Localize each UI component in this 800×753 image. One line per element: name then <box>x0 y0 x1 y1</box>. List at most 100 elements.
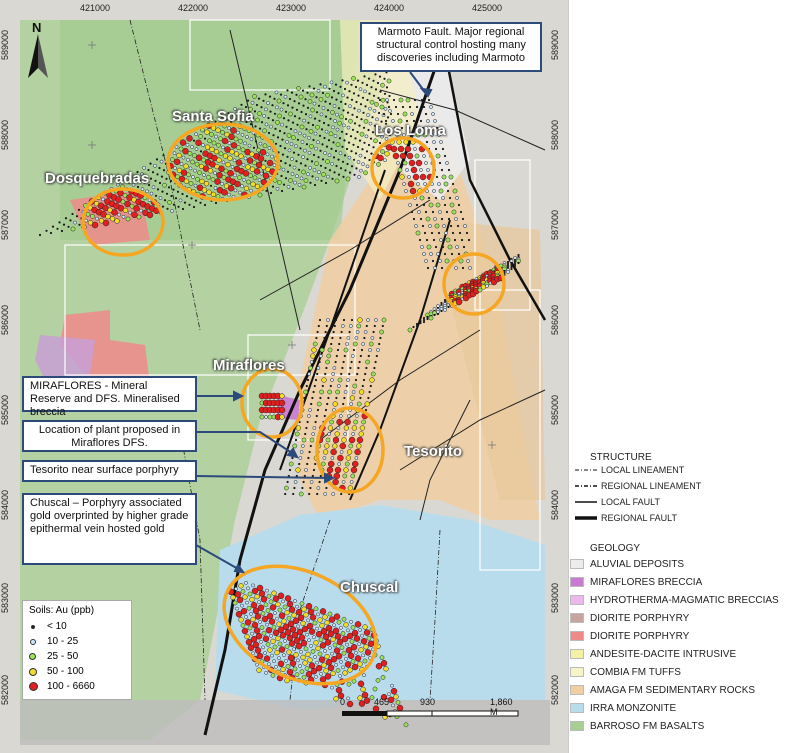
soil-sample-point <box>147 183 151 187</box>
soil-sample-point <box>250 181 256 187</box>
soil-sample-point <box>285 125 288 128</box>
soil-sample-point <box>357 317 363 323</box>
soil-sample-point <box>447 244 453 250</box>
soil-sample-point <box>356 436 364 444</box>
soil-sample-point <box>284 110 288 113</box>
soil-sample-point <box>457 252 461 256</box>
soil-sample-point <box>424 112 428 116</box>
soil-sample-point <box>293 129 298 134</box>
soil-sample-point <box>293 180 297 185</box>
soil-sample-point <box>425 140 429 144</box>
soil-sample-point <box>432 238 436 242</box>
soil-sample-point <box>252 607 260 615</box>
soils-legend-label: 100 - 6660 <box>47 681 95 692</box>
soil-sample-point <box>306 618 310 623</box>
soil-sample-point <box>213 186 218 190</box>
soil-sample-point <box>186 157 190 162</box>
soil-sample-point <box>346 449 353 455</box>
soil-sample-point <box>361 162 365 167</box>
soil-sample-point <box>410 166 418 174</box>
geology-legend-row: HYDROTHERMA-MAGMATIC BRECCIAS <box>570 592 779 608</box>
soil-sample-point <box>156 173 159 176</box>
soil-sample-point <box>310 649 316 654</box>
soil-sample-point <box>294 144 298 149</box>
soil-sample-point <box>346 632 354 640</box>
soil-sample-point <box>449 224 453 228</box>
soil-sample-point <box>354 336 359 340</box>
soil-sample-point <box>430 133 434 137</box>
soil-sample-point <box>428 202 434 208</box>
soil-sample-point <box>419 217 423 221</box>
soil-sample-point <box>351 663 359 671</box>
soil-sample-point <box>425 238 429 242</box>
soil-sample-point <box>279 159 283 163</box>
soil-sample-point <box>341 635 349 643</box>
soil-sample-point <box>426 168 430 172</box>
soil-sample-point <box>360 118 363 121</box>
soils-legend-label: < 10 <box>47 621 67 632</box>
soil-sample-point <box>407 175 411 179</box>
soil-sample-point <box>250 635 258 643</box>
soil-sample-point <box>409 187 417 195</box>
soil-sample-point <box>255 632 263 640</box>
soil-sample-point <box>510 261 513 265</box>
soil-sample-point <box>306 158 309 161</box>
soil-sample-point <box>257 111 262 116</box>
soil-sample-point <box>240 589 246 594</box>
x-tick: 422000 <box>178 3 209 13</box>
soil-sample-point <box>333 324 336 328</box>
soil-sample-point <box>335 112 339 117</box>
soil-sample-point <box>304 432 307 436</box>
soil-sample-point <box>306 622 314 630</box>
soil-sample-point <box>338 151 343 156</box>
soil-sample-point <box>321 143 324 146</box>
soil-sample-point <box>305 670 313 678</box>
soil-sample-point <box>442 224 446 228</box>
soil-sample-point <box>438 259 442 263</box>
soil-sample-point <box>359 396 362 400</box>
soil-sample-point <box>284 595 292 602</box>
soil-sample-point <box>203 180 210 187</box>
soil-sample-point <box>374 318 378 322</box>
structure-legend-label: LOCAL LINEAMENT <box>601 465 685 475</box>
soil-sample-point <box>249 611 253 616</box>
soil-sample-point <box>352 341 358 347</box>
soil-sample-point <box>277 592 285 600</box>
soil-sample-point <box>363 629 371 636</box>
soil-sample-point <box>425 216 431 222</box>
soil-sample-point <box>388 133 392 137</box>
soil-sample-point <box>348 90 351 93</box>
soil-sample-point <box>375 662 383 670</box>
soil-sample-point <box>353 635 361 642</box>
soil-sample-point <box>296 86 301 91</box>
geology-swatch-icon <box>570 577 584 587</box>
soil-sample-point <box>295 604 299 609</box>
soil-sample-point <box>397 118 403 124</box>
soil-sample-point <box>303 612 309 618</box>
soil-sample-point <box>327 432 332 436</box>
soil-sample-point <box>413 147 417 151</box>
soil-sample-point <box>324 115 328 118</box>
soil-sample-point <box>101 197 105 202</box>
soil-sample-point <box>307 372 312 376</box>
scale-bar: 0 465 930 1,860 M <box>340 697 520 721</box>
soil-sample-point <box>158 181 162 185</box>
soil-sample-point <box>424 210 428 214</box>
soil-sample-point <box>293 480 298 484</box>
soil-sample-point <box>347 485 354 491</box>
soil-sample-point <box>173 158 181 166</box>
soil-sample-point <box>170 209 174 213</box>
soil-sample-point <box>115 196 122 203</box>
soil-sample-point <box>330 685 334 690</box>
soil-sample-point <box>229 120 233 123</box>
soil-sample-point <box>517 253 520 257</box>
soil-sample-point <box>373 324 376 328</box>
ellipse-miraflores <box>240 367 304 439</box>
soil-sample-point <box>408 203 412 207</box>
soil-sample-point <box>402 160 408 166</box>
soil-sample-point <box>333 647 341 654</box>
soil-sample-point <box>301 625 309 633</box>
soil-sample-point <box>419 168 423 172</box>
soil-sample-point <box>329 419 334 425</box>
soil-sample-point <box>240 132 245 137</box>
